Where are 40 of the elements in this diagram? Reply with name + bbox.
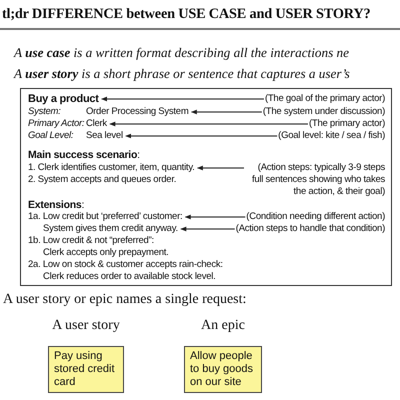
annotation: (The system under discussion) bbox=[262, 106, 385, 118]
step-text: System gives them credit anyway. bbox=[43, 223, 178, 235]
field-value: Order Processing System bbox=[86, 106, 188, 117]
note-heading: An epic bbox=[200, 318, 246, 334]
step-text: 1a. Low credit but ‘preferred’ customer: bbox=[28, 211, 182, 223]
arrow bbox=[190, 110, 262, 114]
use-case-card bbox=[20, 88, 392, 286]
field-label: Goal Level: bbox=[28, 130, 74, 142]
field-label: System: bbox=[28, 106, 62, 118]
step-text: 1. Clerk identifies customer, item, quantity. bbox=[28, 162, 195, 174]
title: tl;dr DIFFERENCE between USE CASE and USER STORY? bbox=[2, 6, 370, 23]
section-heading: Main success scenario: bbox=[28, 149, 140, 161]
arrow bbox=[101, 96, 264, 102]
use-case-title: Buy a product bbox=[28, 93, 99, 105]
step-text: Clerk accepts only prepayment. bbox=[43, 247, 169, 259]
step-text: 2a. Low on stock & customer accepts rain-check: bbox=[28, 259, 223, 271]
step-text: 1b. Low credit & not “preferred”: bbox=[28, 235, 154, 247]
arrow bbox=[180, 226, 236, 232]
step-text: Clerk reduces order to available stock level. bbox=[43, 271, 216, 283]
step-text: 2. System accepts and queues order. bbox=[28, 174, 176, 186]
annotation: (The goal of the primary actor) bbox=[264, 93, 385, 105]
field-value: Sea level bbox=[86, 130, 123, 141]
sentence: A user story is a short phrase or sentence that captures a user’s bbox=[14, 66, 350, 82]
sentence: A user story or epic names a single request: bbox=[3, 292, 246, 308]
arrow bbox=[125, 134, 278, 138]
sticky-note: Pay using stored credit card bbox=[48, 346, 124, 393]
annotation: (Condition needing different action) bbox=[246, 211, 385, 223]
arrow bbox=[184, 214, 246, 220]
section-heading: Extensions: bbox=[28, 199, 84, 211]
sticky-note: Allow people to buy goods on our site bbox=[184, 346, 262, 393]
arrow bbox=[196, 166, 244, 170]
sentence: A use case is a written format describing all the interactions ne bbox=[14, 45, 349, 61]
field-value: Clerk bbox=[86, 118, 107, 129]
annotation: (Action steps: typically 3-9 steps full sentences showing who takes the action, & their goal) bbox=[245, 162, 385, 198]
annotation: (The primary actor) bbox=[308, 118, 385, 130]
note-heading: A user story bbox=[51, 318, 121, 334]
annotation: (Action steps to handle that condition) bbox=[236, 223, 385, 235]
field-label: Primary Actor: bbox=[28, 118, 86, 130]
arrow bbox=[109, 122, 308, 126]
annotation: (Goal level: kite / sea / fish) bbox=[278, 130, 385, 142]
